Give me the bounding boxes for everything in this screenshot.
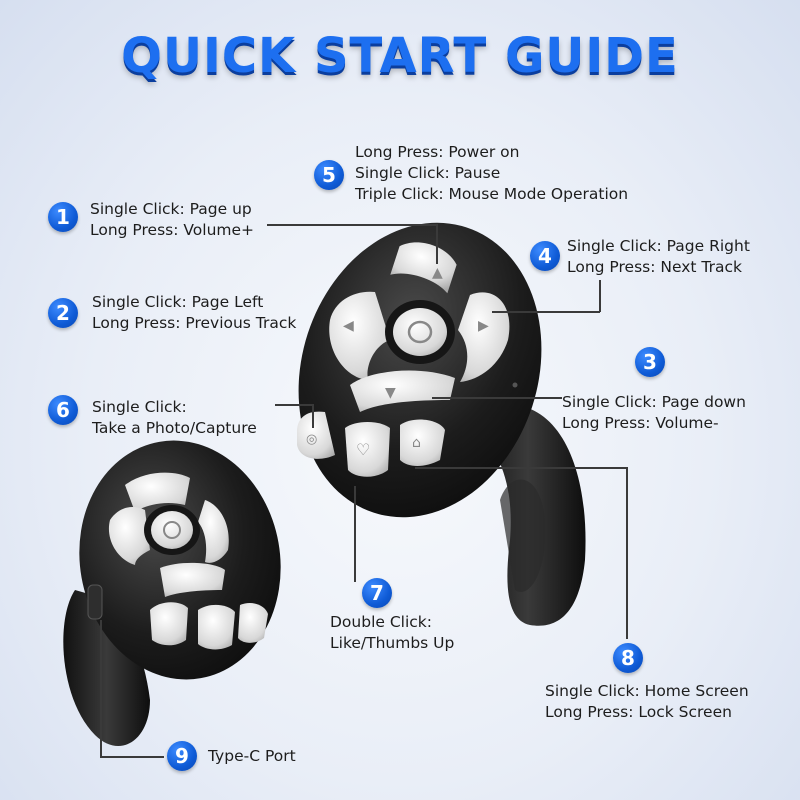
- callout-5-text: Long Press: Power on Single Click: Pause…: [355, 142, 628, 205]
- power-pause-button: [393, 308, 447, 356]
- callout-2-line-2: Long Press: Previous Track: [92, 314, 297, 332]
- svg-text:▶: ▶: [478, 318, 489, 334]
- leader-line-7: [354, 486, 356, 582]
- callout-7-line-1: Double Click:: [330, 613, 433, 631]
- callout-3-line-2: Long Press: Volume-: [562, 414, 719, 432]
- callout-number-4: 4: [530, 241, 560, 271]
- callout-number-2: 2: [48, 298, 78, 328]
- small-center-button: [151, 511, 193, 549]
- callout-number-3: 3: [635, 347, 665, 377]
- svg-text:⌂: ⌂: [412, 435, 421, 451]
- page-left-button: [329, 291, 390, 380]
- callout-number-5: 5: [314, 160, 344, 190]
- callout-8-line-1: Single Click: Home Screen: [545, 682, 749, 700]
- callout-number-6: 6: [48, 395, 78, 425]
- leader-line-8: [415, 467, 627, 469]
- callout-3-text: Single Click: Page down Long Press: Volu…: [562, 392, 746, 434]
- callout-6-line-2: Take a Photo/Capture: [92, 419, 257, 437]
- page-up-button: [390, 242, 457, 294]
- svg-text:◀: ◀: [343, 318, 354, 334]
- callout-number-1: 1: [48, 202, 78, 232]
- callout-8-line-2: Long Press: Lock Screen: [545, 703, 732, 721]
- callout-5-line-2: Single Click: Pause: [355, 164, 501, 182]
- callout-6-text: Single Click: Take a Photo/Capture: [92, 397, 257, 439]
- leader-line-8b: [626, 467, 628, 639]
- svg-text:▼: ▼: [385, 385, 396, 401]
- callout-1-line-1: Single Click: Page up: [90, 200, 252, 218]
- leader-line-1b: [436, 224, 438, 264]
- leader-line-6: [275, 404, 313, 406]
- callout-1-line-2: Long Press: Volume+: [90, 221, 255, 239]
- callout-4-line-1: Single Click: Page Right: [567, 237, 750, 255]
- page-right-button: [458, 292, 510, 382]
- callout-9-line-1: Type-C Port: [208, 747, 296, 765]
- callout-4-line-2: Long Press: Next Track: [567, 258, 742, 276]
- small-left-button: [108, 507, 150, 565]
- callout-number-8: 8: [613, 643, 643, 673]
- page-down-button: [350, 370, 455, 412]
- svg-text:♡: ♡: [356, 440, 370, 459]
- svg-text:▲: ▲: [432, 265, 443, 281]
- leader-line-1: [267, 224, 437, 226]
- callout-number-7: 7: [362, 578, 392, 608]
- callout-7-line-2: Like/Thumbs Up: [330, 634, 455, 652]
- callout-1-text: Single Click: Page up Long Press: Volume…: [90, 199, 254, 241]
- like-button: [345, 422, 390, 477]
- callout-9-text: Type-C Port: [208, 746, 296, 767]
- callout-4-text: Single Click: Page Right Long Press: Nex…: [567, 236, 750, 278]
- page-title: QUICK START GUIDE: [121, 28, 679, 84]
- leader-line-4b: [492, 311, 600, 313]
- callout-2-line-1: Single Click: Page Left: [92, 293, 264, 311]
- callout-6-line-1: Single Click:: [92, 398, 187, 416]
- callout-2-text: Single Click: Page Left Long Press: Prev…: [92, 292, 296, 334]
- svg-text:◎: ◎: [306, 432, 317, 447]
- callout-7-text: Double Click: Like/Thumbs Up: [330, 612, 454, 654]
- callout-5-line-3: Triple Click: Mouse Mode Operation: [355, 185, 629, 203]
- small-camera-button: [150, 602, 188, 646]
- camera-button: [297, 411, 335, 459]
- leader-line-6b: [312, 404, 314, 428]
- small-up-button: [125, 472, 190, 512]
- large-device: ▲ ◀ ▶ ▼ ◎ ♡ ⌂: [297, 222, 586, 626]
- callout-5-line-1: Long Press: Power on: [355, 143, 520, 161]
- small-device: [63, 440, 281, 747]
- leader-line-9: [100, 620, 102, 757]
- small-home-button: [238, 603, 268, 643]
- callout-number-9: 9: [167, 741, 197, 771]
- callout-8-text: Single Click: Home Screen Long Press: Lo…: [545, 681, 749, 723]
- leader-line-9b: [100, 756, 164, 758]
- leader-line-4: [599, 280, 601, 312]
- leader-line-3: [432, 397, 562, 399]
- small-right-button: [198, 500, 229, 563]
- type-c-port: [87, 584, 103, 620]
- small-down-button: [160, 562, 225, 597]
- callout-3-line-1: Single Click: Page down: [562, 393, 746, 411]
- home-button: [400, 419, 445, 466]
- small-like-button: [198, 604, 235, 650]
